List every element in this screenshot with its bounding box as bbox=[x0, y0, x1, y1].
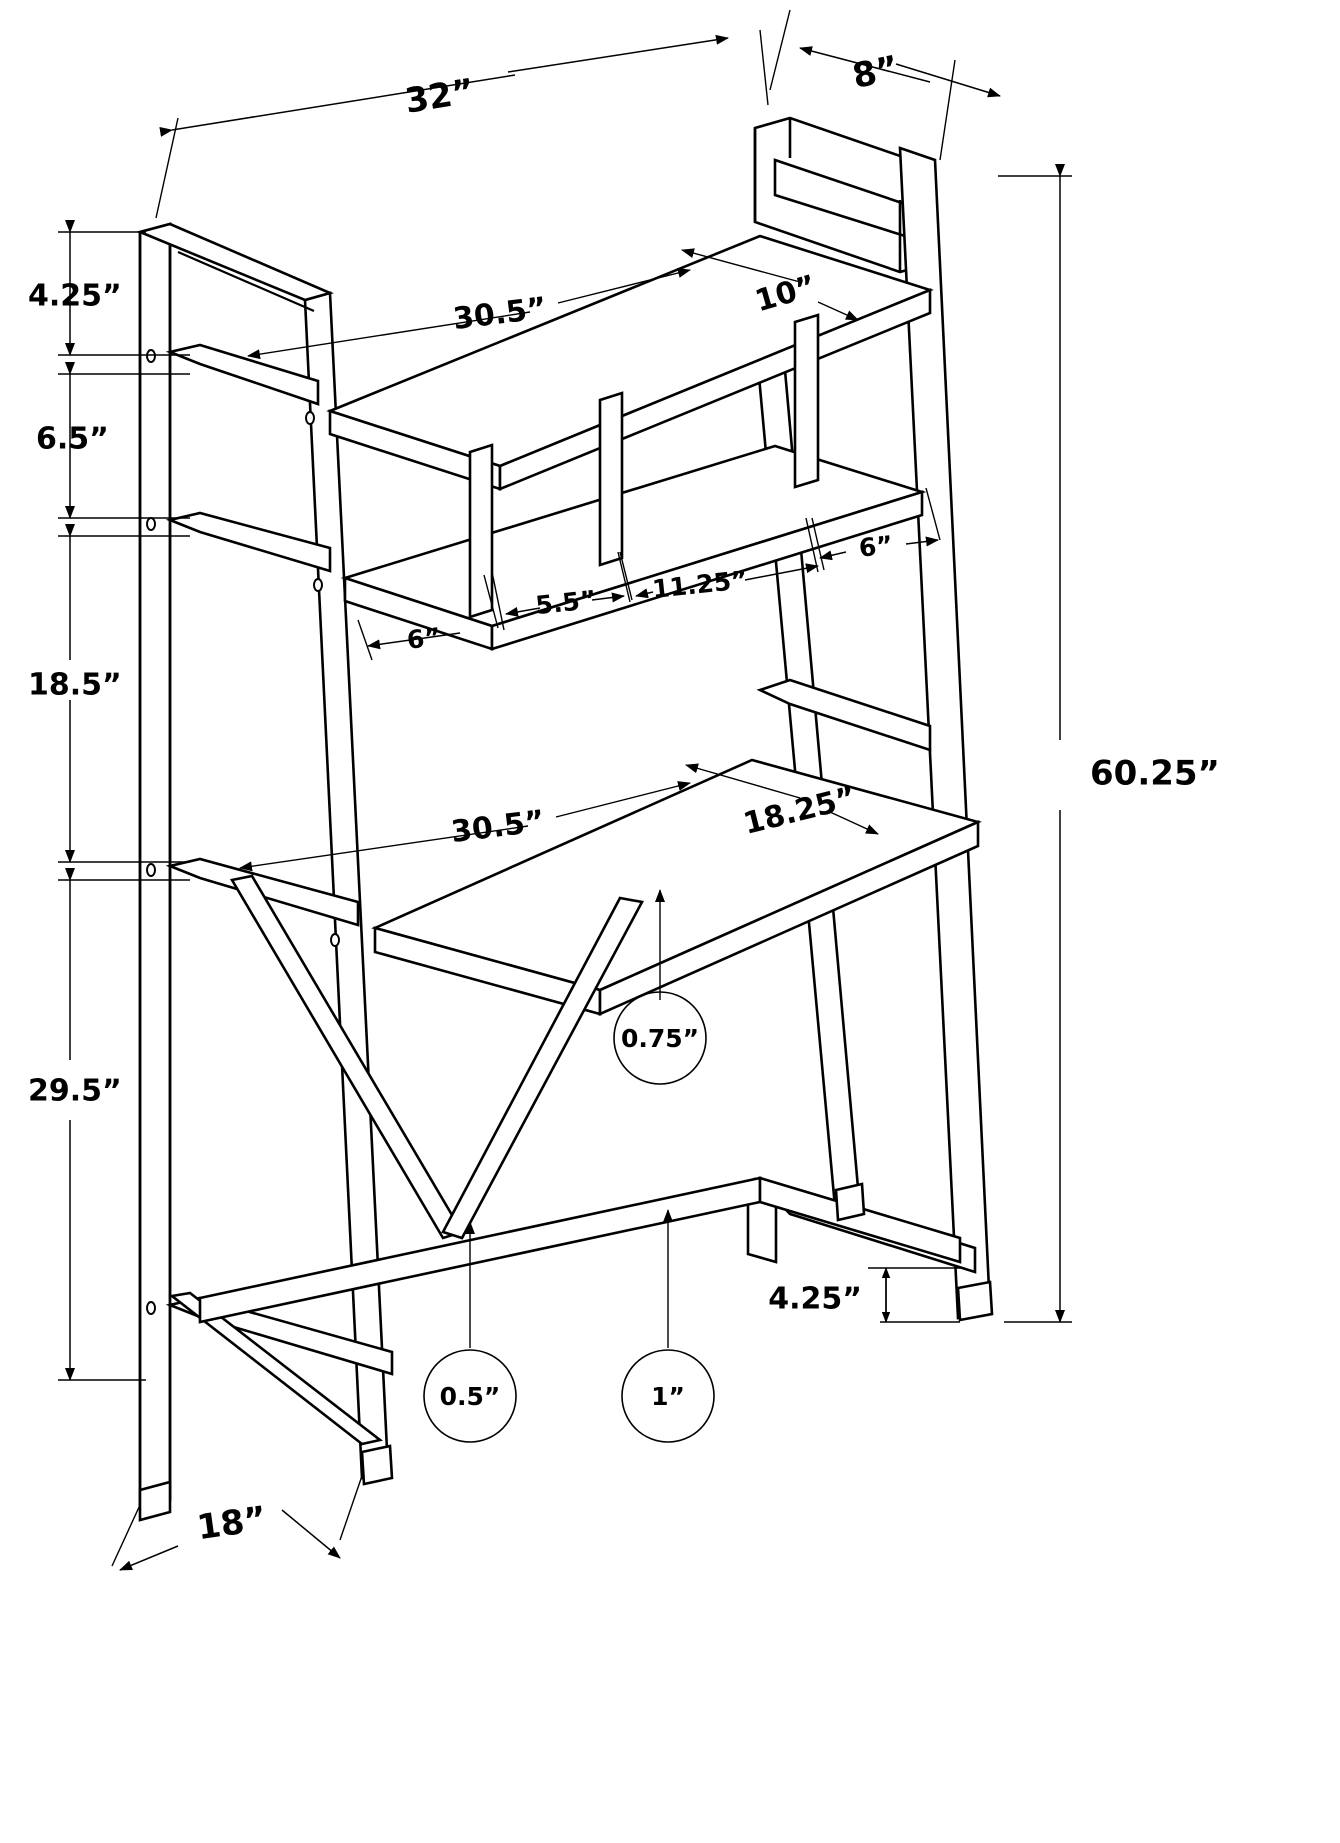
left-side-top-rail bbox=[135, 222, 334, 313]
right-front-foot bbox=[834, 1182, 866, 1222]
second-shelf bbox=[340, 444, 927, 651]
dim-label-425-bottom: 4.25” bbox=[768, 1282, 862, 1317]
dim-overall-width-top: 32” bbox=[155, 9, 791, 219]
desk-v-braces bbox=[229, 874, 644, 1240]
dim-divider-right-offset: 6” bbox=[805, 487, 941, 573]
dim-label-425-top: 4.25” bbox=[28, 279, 122, 314]
callout-label-1: 1” bbox=[651, 1382, 685, 1411]
left-foot bbox=[138, 1480, 172, 1522]
dim-second-shelf-clear: 6.5” bbox=[36, 362, 190, 519]
callout-desk-thickness: 0.75” bbox=[613, 889, 707, 1085]
dim-overall-height: 60.25” bbox=[998, 164, 1220, 1323]
dim-label-55: 5.5” bbox=[534, 585, 597, 620]
left-rear-foot bbox=[360, 1444, 394, 1486]
left-shelf-rail-2 bbox=[165, 511, 332, 573]
dim-label-6-left: 6” bbox=[406, 622, 443, 654]
dim-label-8: 8” bbox=[849, 48, 902, 97]
left-shelf-rail-3 bbox=[165, 857, 360, 927]
callout-brace-thickness: 0.5” bbox=[423, 1221, 517, 1443]
dim-overall-depth-top: 8” bbox=[759, 29, 1001, 161]
dim-label-18: 18” bbox=[195, 1499, 270, 1548]
dim-label-305-desk: 30.5” bbox=[449, 804, 546, 850]
dim-third-gap: 18.5” bbox=[28, 524, 190, 863]
dim-label-65: 6.5” bbox=[36, 422, 109, 457]
dim-divider-left-offset: 6” bbox=[357, 574, 499, 661]
dim-top-shelf-clear: 4.25” bbox=[28, 220, 190, 356]
callout-label-075: 0.75” bbox=[621, 1024, 699, 1053]
dim-label-32: 32” bbox=[402, 71, 477, 121]
right-rear-foot bbox=[956, 1280, 994, 1322]
desk-surface bbox=[371, 758, 982, 1017]
furniture-geometry bbox=[135, 116, 994, 1522]
dim-lower-section: 29.5” bbox=[28, 868, 190, 1381]
callout-label-05: 0.5” bbox=[440, 1382, 501, 1411]
top-shelf bbox=[326, 234, 934, 491]
dim-bottom-rail-height: 4.25” bbox=[768, 1267, 960, 1323]
dim-label-295: 29.5” bbox=[28, 1074, 122, 1109]
dim-base-depth: 18” bbox=[111, 1469, 365, 1571]
dim-label-6025: 60.25” bbox=[1090, 754, 1220, 794]
left-front-leg bbox=[138, 222, 172, 1510]
dim-label-185: 18.5” bbox=[28, 668, 122, 703]
right-side-desk-rail bbox=[756, 678, 932, 752]
left-shelf-rail-1 bbox=[165, 343, 320, 406]
dim-divider-gap-a: 5.5” bbox=[491, 551, 631, 631]
left-rear-leg bbox=[303, 291, 390, 1480]
callout-frame-tube: 1” bbox=[621, 1209, 715, 1443]
dim-label-6-right: 6” bbox=[858, 530, 895, 562]
bottom-cross-rail-right bbox=[758, 1176, 962, 1264]
left-side-diagonal-brace bbox=[168, 1291, 383, 1446]
